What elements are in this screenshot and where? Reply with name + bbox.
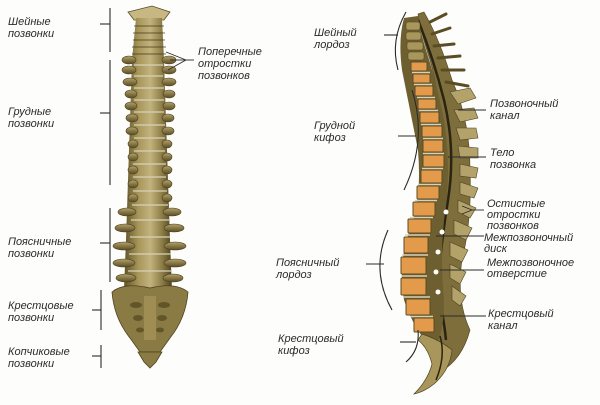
label-intervertebral-disc: Межпозвоночный диск <box>484 232 574 255</box>
label-cervical-vertebrae: Шейные позвонки <box>8 16 55 40</box>
label-sacral-canal: Крестцовый канал <box>488 308 554 332</box>
side-view-callout-lines <box>436 109 486 317</box>
label-spinal-canal: Позвоночный канал <box>490 98 559 122</box>
front-view-brackets <box>92 8 111 368</box>
label-lumbar-lordosis: Поясничный лордоз <box>276 257 340 281</box>
label-vertebral-body: Тело позвонка <box>490 147 537 171</box>
label-thoracic-kyphosis: Грудной кифоз <box>314 120 356 144</box>
side-view-curve-brackets <box>366 11 419 363</box>
label-intervertebral-foramen: Межпозвоночное отверстие <box>487 257 575 280</box>
label-spinous-processes: Остистые отростки позвонков <box>487 198 546 232</box>
label-cervical-lordosis: Шейный лордоз <box>314 27 357 51</box>
label-sacral-vertebrae: Крестцовые позвонки <box>8 300 74 324</box>
side-view-spine <box>400 11 479 395</box>
front-view-spine <box>111 5 194 369</box>
label-lumbar-vertebrae: Поясничные позвонки <box>8 236 72 260</box>
label-transverse-processes: Поперечные отростки позвонков <box>198 46 262 82</box>
label-coccygeal-vertebrae: Копчиковые позвонки <box>8 346 70 370</box>
label-sacral-kyphosis: Крестцовый кифоз <box>278 333 344 357</box>
label-thoracic-vertebrae: Грудные позвонки <box>8 106 55 130</box>
